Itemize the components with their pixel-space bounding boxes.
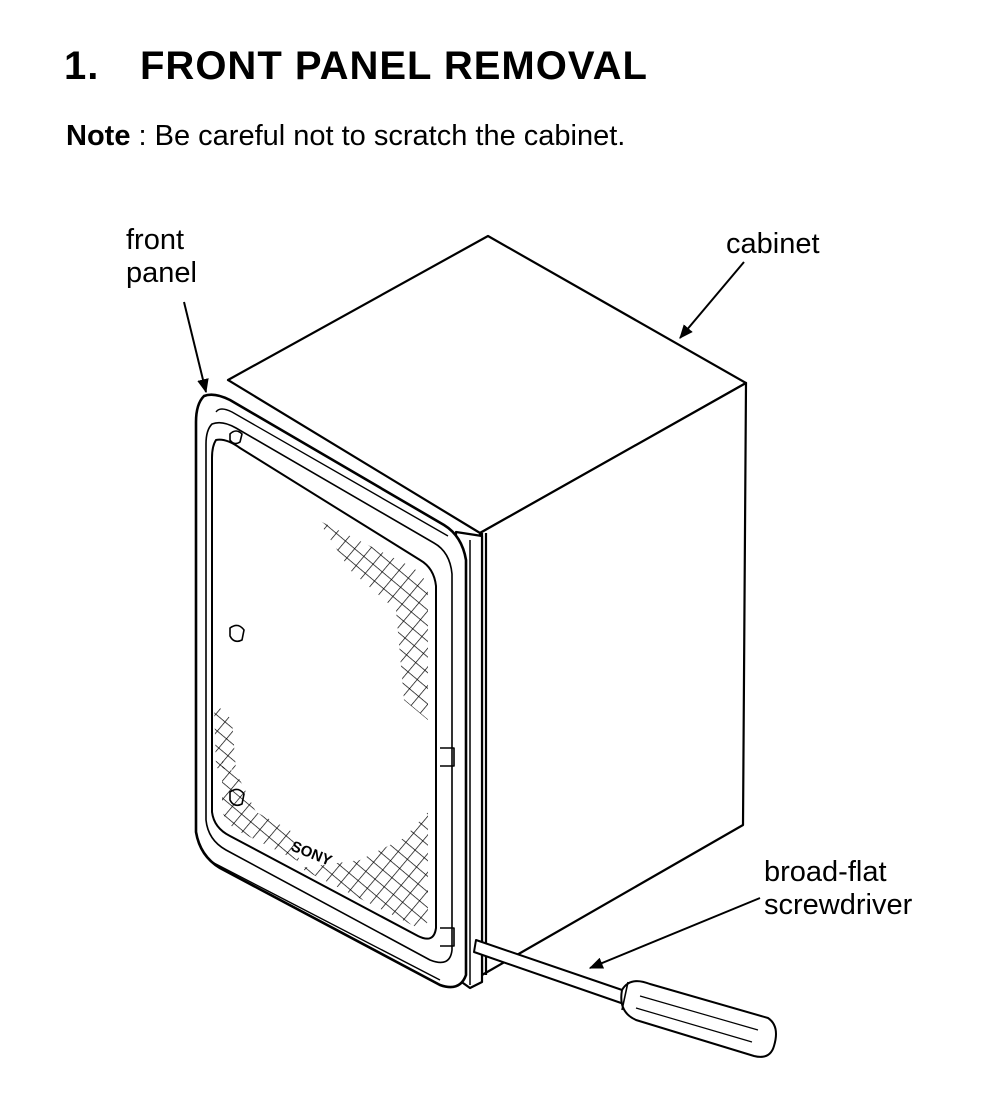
panel-clip [229,624,245,643]
caution-note: Note : Be careful not to scratch the cab… [66,120,625,153]
handle-ferrule [621,981,629,1011]
cabinet-label-text: cabinet [726,228,820,260]
screwdriver-shaft [473,939,629,1005]
note-label: Note [66,120,131,152]
section-number: 1. [64,44,100,88]
panel-clips [229,430,455,947]
grille-hatching [214,520,428,929]
screwdriver-label-line1: broad-flat [764,856,887,888]
front-panel-label-line1: front [126,224,185,256]
bezel-lower-lip [211,861,441,981]
screwdriver-label-line2: screwdriver [764,889,913,921]
screwdriver-leader [588,897,761,969]
note-text: Be careful not to scratch the cabinet. [154,120,626,152]
section-title: FRONT PANEL REMOVAL [140,44,648,88]
handle-groove [635,1007,753,1043]
front-panel-label: front panel [126,224,197,290]
front-panel: SONY [194,393,484,990]
panel-clip [229,430,243,445]
bezel-highlight [215,408,449,537]
note-separator: : [130,120,155,152]
screwdriver-handle [620,980,777,1058]
cabinet-label: cabinet [726,228,820,261]
panel-clip [229,788,245,807]
cabinet [226,234,748,977]
screwdriver-label: broad-flat screwdriver [764,856,912,922]
panel-clip [440,927,455,947]
front-panel-label-line2: panel [126,257,197,289]
panel-clip [440,747,455,767]
cabinet-leader [679,261,745,339]
front-panel-leader [183,301,209,394]
leader-arrows [183,261,761,969]
handle-groove [639,995,759,1031]
screwdriver [473,939,777,1058]
section-heading: 1. FRONT PANEL REMOVAL [64,44,648,89]
front-panel-inner-bezel [205,421,453,964]
